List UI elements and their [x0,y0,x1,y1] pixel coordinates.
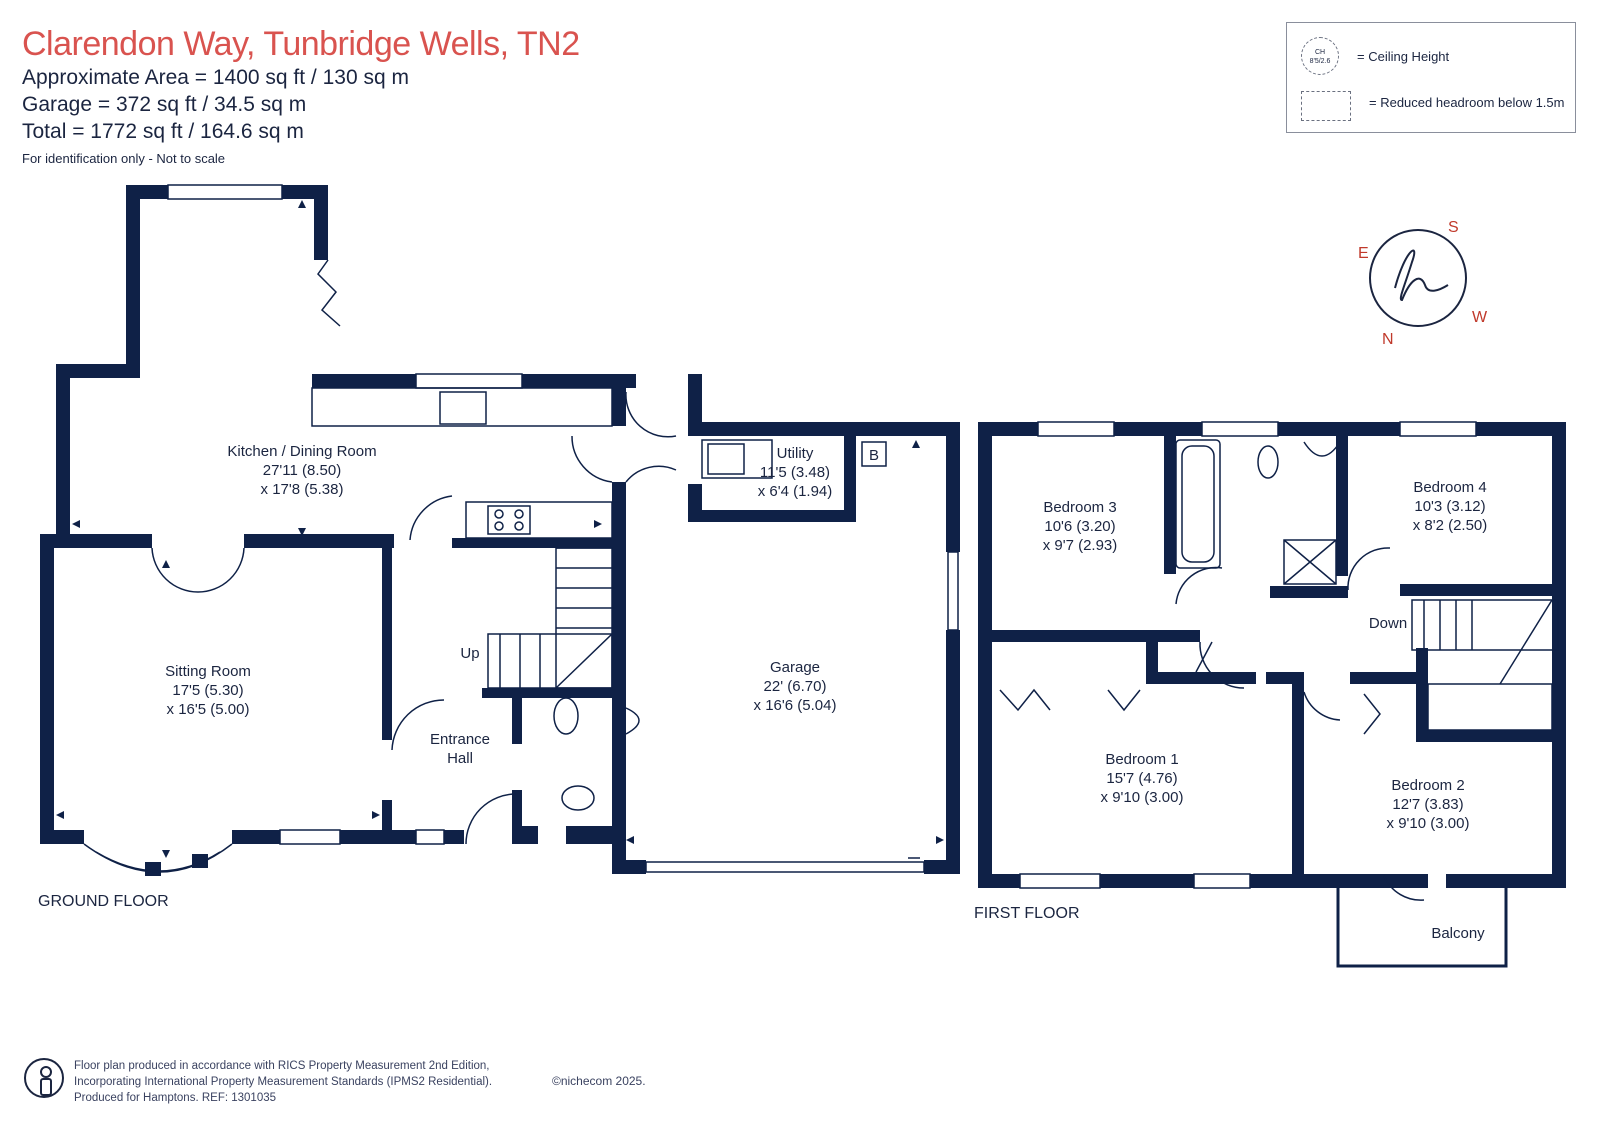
ground-floor-details [83,184,959,873]
ceiling-height-label: = Ceiling Height [1357,49,1450,64]
kitchen-dim2: x 17'8 (5.38) [261,481,344,498]
stairs-up-label: Up [460,645,479,662]
bedroom4-label: Bedroom 4 [1413,479,1486,496]
compass-n: N [1382,331,1394,348]
bedroom4-dim1: 10'3 (3.12) [1414,498,1485,515]
bedroom2-dim2: x 9'10 (3.00) [1387,815,1470,832]
compass-e: E [1358,245,1369,262]
garage-label: Garage [770,659,820,676]
reduced-headroom-label: = Reduced headroom below 1.5m [1369,95,1565,110]
footer-line-2: Incorporating International Property Mea… [74,1076,493,1088]
footer-line-1: Floor plan produced in accordance with R… [74,1060,490,1072]
bedroom3-dim2: x 9'7 (2.93) [1043,537,1118,554]
stairs-down-label: Down [1369,615,1407,632]
bedroom2-dim1: 12'7 (3.83) [1392,796,1463,813]
reduced-headroom-symbol [1301,91,1351,121]
garage-area: Garage = 372 sq ft / 34.5 sq m [22,93,307,116]
bedroom4-dim2: x 8'2 (2.50) [1413,517,1488,534]
bedroom3-label: Bedroom 3 [1043,499,1116,516]
compass: S W N E [1358,219,1488,348]
ipms-icon [24,1058,64,1098]
footer-line-3: Produced for Hamptons. REF: 1301035 [74,1092,277,1104]
legend: CH 8'5/2.6 = Ceiling Height = Reduced he… [1286,22,1576,133]
footer-text: Floor plan produced in accordance with R… [74,1058,492,1106]
approx-area: Approximate Area = 1400 sq ft / 130 sq m [22,66,409,89]
first-floor-labels: Bedroom 3 10'6 (3.20) x 9'7 (2.93) Bedro… [974,479,1487,942]
dimension-arrows [56,200,944,858]
utility-dim1: 11'5 (3.48) [760,464,830,481]
copyright: ©nichecom 2025. [552,1074,646,1088]
bedroom1-dim1: 15'7 (4.76) [1106,770,1177,787]
sitting-room-dim2: x 16'5 (5.00) [167,701,250,718]
sink-icon [439,391,487,425]
first-floor-details [999,421,1559,968]
hall-label-1: Entrance [430,731,490,748]
garage-dim2: x 16'6 (5.04) [754,697,837,714]
ceiling-symbol-value: 8'5/2.6 [1309,58,1331,65]
boiler-label: B [869,447,879,464]
utility-dim2: x 6'4 (1.94) [758,483,833,500]
sitting-room-label: Sitting Room [165,663,251,680]
compass-ring [1369,229,1467,327]
kitchen-dim1: 27'11 (8.50) [263,462,341,479]
boiler-box [861,441,887,467]
first-floor-title: FIRST FLOOR [974,905,1080,922]
hall-label-2: Hall [447,750,473,767]
footer: Floor plan produced in accordance with R… [24,1058,684,1118]
ground-floor-title: GROUND FLOOR [38,893,169,910]
logo-icon [1394,249,1449,302]
first-floor-walls [978,422,1566,888]
scale-note: For identification only - Not to scale [22,151,226,166]
bedroom1-label: Bedroom 1 [1105,751,1178,768]
bedroom1-dim2: x 9'10 (3.00) [1101,789,1184,806]
compass-w: W [1472,309,1488,326]
garage-dim1: 22' (6.70) [764,678,827,695]
header: Clarendon Way, Tunbridge Wells, TN2 Appr… [22,24,580,166]
property-title: Clarendon Way, Tunbridge Wells, TN2 [22,25,580,63]
ground-floor-walls [40,185,960,876]
ceiling-height-symbol: CH 8'5/2.6 [1301,37,1339,75]
ceiling-symbol-text: CH [1314,49,1326,56]
sitting-room-dim1: 17'5 (5.30) [172,682,243,699]
kitchen-label: Kitchen / Dining Room [227,443,376,460]
hob-icon [487,505,531,535]
utility-label: Utility [777,445,814,462]
balcony-label: Balcony [1431,925,1485,942]
total-area: Total = 1772 sq ft / 164.6 sq m [22,120,304,143]
ground-floor-labels: Kitchen / Dining Room 27'11 (8.50) x 17'… [38,443,879,910]
compass-s: S [1448,219,1459,236]
bedroom2-label: Bedroom 2 [1391,777,1464,794]
bedroom3-dim1: 10'6 (3.20) [1044,518,1115,535]
